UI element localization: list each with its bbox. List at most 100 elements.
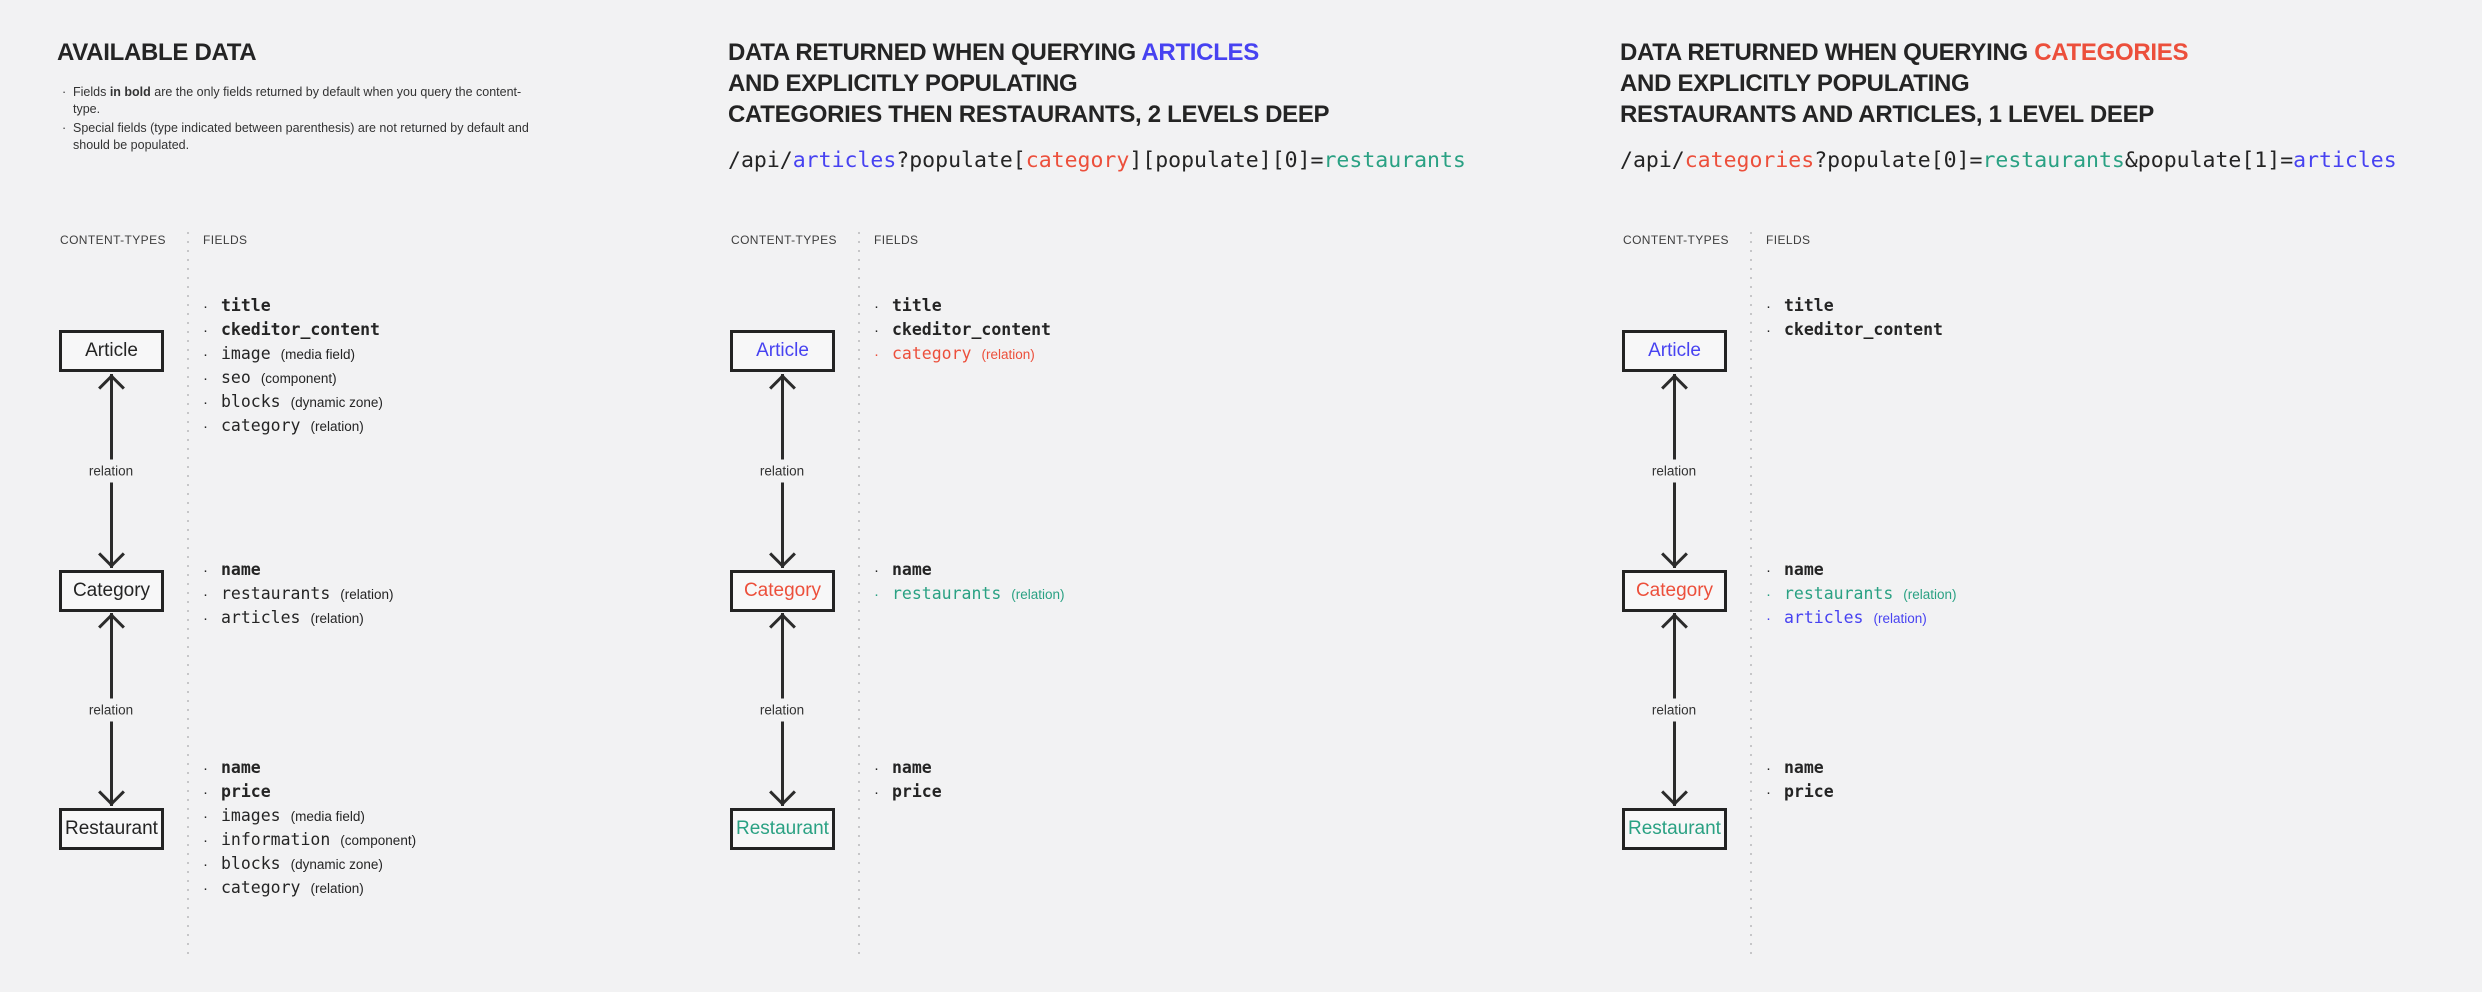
code-segment: /api/ xyxy=(728,148,793,173)
field-name: name xyxy=(221,758,261,777)
field-type: (dynamic zone) xyxy=(290,395,383,410)
code-segment: articles xyxy=(792,148,897,173)
content-types-label: CONTENT-TYPES xyxy=(60,233,166,247)
column-query-articles: DATA RETURNED WHEN QUERYING ARTICLES AND… xyxy=(728,0,1598,992)
field-type: (component) xyxy=(340,833,417,848)
category-field-list: name restaurants(relation) xyxy=(874,560,1065,608)
field-name: name xyxy=(1784,758,1824,777)
arrowhead-down-icon xyxy=(1661,541,1688,568)
dotted-divider xyxy=(858,232,860,958)
field-row: information(component) xyxy=(203,830,416,854)
node-label: Article xyxy=(756,340,809,361)
arrowhead-up-icon xyxy=(769,374,796,401)
node-label: Category xyxy=(1635,580,1714,601)
note-item: Fields in bold are the only fields retur… xyxy=(59,84,539,118)
field-type: (relation) xyxy=(1903,587,1957,602)
title-text: DATA RETURNED WHEN QUERYING xyxy=(728,39,1142,66)
node-label: Article xyxy=(85,340,138,361)
title-line: CATEGORIES THEN RESTAURANTS, 2 LEVELS DE… xyxy=(728,99,1330,130)
field-name: ckeditor_content xyxy=(892,320,1051,339)
field-row: name xyxy=(874,758,942,782)
code-segment: /api/ xyxy=(1620,148,1685,173)
arrowhead-up-icon xyxy=(1661,613,1688,640)
field-name: image xyxy=(221,344,271,363)
field-row: category(relation) xyxy=(203,416,383,440)
code-segment: restaurants xyxy=(1323,148,1466,173)
code-segment: ?populate[0]= xyxy=(1814,148,1983,173)
relation-label: relation xyxy=(1644,698,1704,721)
restaurant-field-list: name price xyxy=(1766,758,1834,806)
title-line: DATA RETURNED WHEN QUERYING CATEGORIES xyxy=(1620,37,2188,68)
title-highlight-categories: CATEGORIES xyxy=(2034,39,2189,66)
field-name: name xyxy=(221,560,261,579)
field-row: title xyxy=(1766,296,1943,320)
fields-label: FIELDS xyxy=(874,233,919,247)
field-name: price xyxy=(221,782,271,801)
code-segment: ?populate[ xyxy=(896,148,1026,173)
dotted-divider xyxy=(187,232,189,958)
arrowhead-up-icon xyxy=(1661,374,1688,401)
field-name: articles xyxy=(1784,608,1864,627)
field-row: category(relation) xyxy=(203,878,416,902)
field-name: ckeditor_content xyxy=(221,320,380,339)
node-label: Category xyxy=(72,580,151,601)
title-line: AVAILABLE DATA xyxy=(57,37,257,68)
content-types-label: CONTENT-TYPES xyxy=(1623,233,1729,247)
field-row: name xyxy=(1766,560,1957,584)
field-type: (relation) xyxy=(1011,587,1065,602)
note-text: Fields xyxy=(73,85,110,99)
title-line: AND EXPLICITLY POPULATING xyxy=(728,68,1329,99)
field-row: seo(component) xyxy=(203,368,383,392)
title-text: CATEGORIES THEN RESTAURANTS, 2 LEVELS DE… xyxy=(728,101,1330,128)
node-category-box: Category xyxy=(1622,570,1727,612)
field-name: ckeditor_content xyxy=(1784,320,1943,339)
note-text: Special fields (type indicated between p… xyxy=(73,121,529,152)
field-name: title xyxy=(892,296,942,315)
relation-label: relation xyxy=(1644,459,1704,483)
node-restaurant-box: Restaurant xyxy=(59,808,164,850)
field-row: blocks(dynamic zone) xyxy=(203,392,383,416)
column-query-categories: DATA RETURNED WHEN QUERYING CATEGORIES A… xyxy=(1620,0,2480,992)
arrowhead-up-icon xyxy=(98,613,125,640)
title-text: RESTAURANTS AND ARTICLES, 1 LEVEL DEEP xyxy=(1620,101,2154,128)
field-type: (dynamic zone) xyxy=(290,857,383,872)
field-row: restaurants(relation) xyxy=(874,584,1065,608)
field-row: category(relation) xyxy=(874,344,1051,368)
relation-label: relation xyxy=(81,698,141,721)
field-name: title xyxy=(221,296,271,315)
node-label: Article xyxy=(1648,340,1701,361)
node-restaurant-box: Restaurant xyxy=(730,808,835,850)
field-name: name xyxy=(1784,560,1824,579)
node-article-box: Article xyxy=(1622,330,1727,372)
field-row: name xyxy=(1766,758,1834,782)
arrowhead-down-icon xyxy=(98,541,125,568)
relation-label: relation xyxy=(752,698,812,721)
field-name: blocks xyxy=(221,854,281,873)
restaurant-field-list: name price xyxy=(874,758,942,806)
field-name: name xyxy=(892,758,932,777)
field-type: (relation) xyxy=(1873,611,1927,626)
field-row: blocks (dynamic zone) xyxy=(203,854,416,878)
code-segment: category xyxy=(1025,148,1130,173)
field-type: (media field) xyxy=(280,347,355,362)
field-row: ckeditor_content xyxy=(874,320,1051,344)
field-type: (relation) xyxy=(340,587,394,602)
field-row: title xyxy=(874,296,1051,320)
field-type: (relation) xyxy=(981,347,1035,362)
field-name: articles xyxy=(221,608,301,627)
title-text: AND EXPLICITLY POPULATING xyxy=(1620,70,1970,97)
code-segment: articles xyxy=(2293,148,2397,173)
title-text: DATA RETURNED WHEN QUERYING xyxy=(1620,39,2035,66)
node-label: Restaurant xyxy=(65,818,158,839)
relation-label: relation xyxy=(81,459,141,483)
field-name: price xyxy=(1784,782,1834,801)
fields-label: FIELDS xyxy=(1766,233,1811,247)
field-row: name xyxy=(203,758,416,782)
arrowhead-up-icon xyxy=(769,613,796,640)
column-title: DATA RETURNED WHEN QUERYING ARTICLES AND… xyxy=(728,37,1330,130)
title-line: RESTAURANTS AND ARTICLES, 1 LEVEL DEEP xyxy=(1620,99,2188,130)
content-types-label: CONTENT-TYPES xyxy=(731,233,837,247)
title-highlight-articles: ARTICLES xyxy=(1141,39,1259,66)
field-name: category xyxy=(221,416,301,435)
